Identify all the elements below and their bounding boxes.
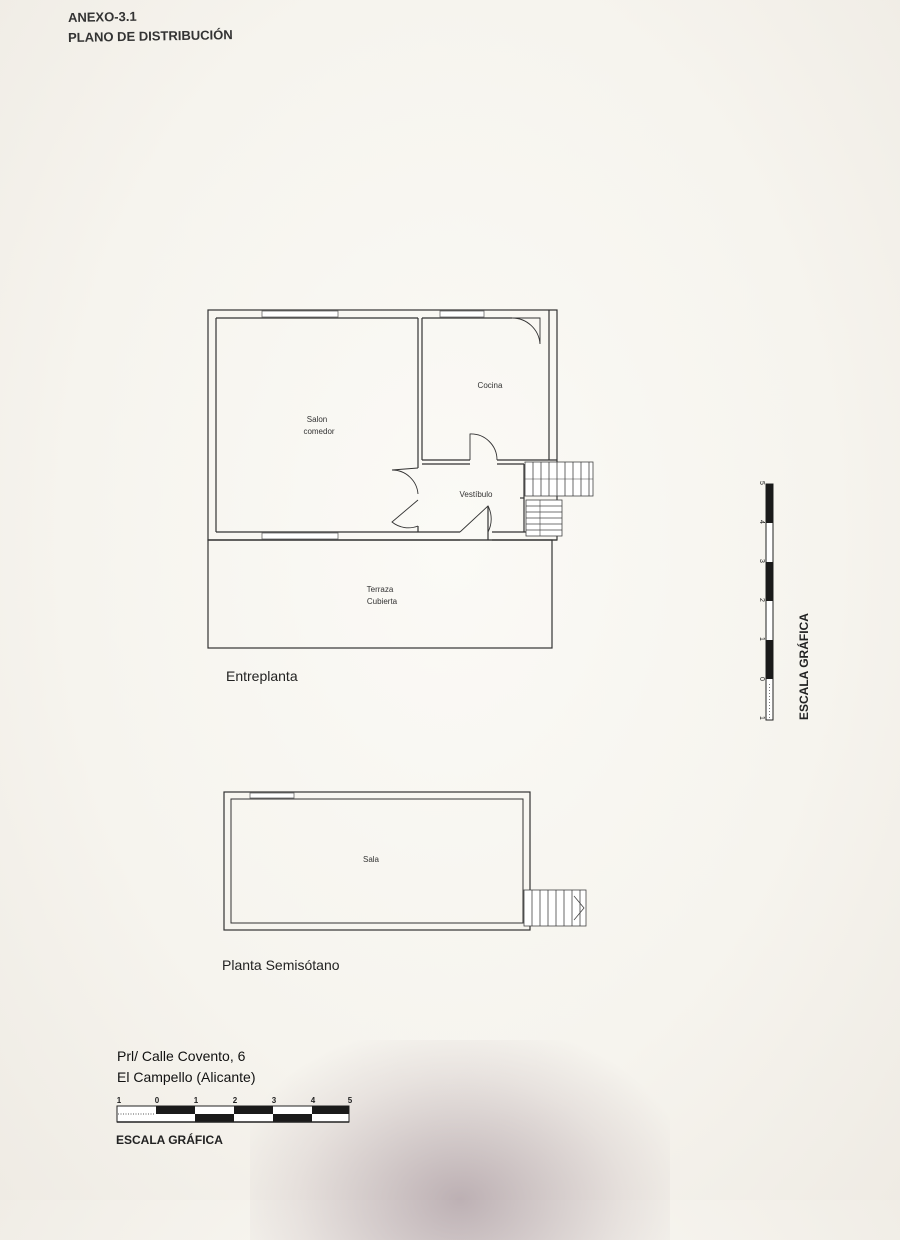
bottom-scale-ticks: 1 0 1 2 3 4 5 bbox=[117, 1096, 353, 1105]
bscale-tick-4: 4 bbox=[311, 1096, 316, 1105]
bottom-scale-bar bbox=[116, 1105, 350, 1123]
door-salon-lower bbox=[391, 499, 419, 529]
door-cocina-exterior bbox=[511, 317, 541, 345]
window-sala bbox=[249, 792, 295, 799]
vscale-tick-4: 4 bbox=[758, 520, 765, 524]
bscale-tick-0: 0 bbox=[155, 1096, 160, 1105]
entreplanta-outer-wall bbox=[207, 309, 558, 541]
room-cocina: Cocina bbox=[478, 381, 503, 390]
terraza-outline bbox=[207, 539, 553, 649]
stairs-entreplanta-upper bbox=[524, 461, 594, 497]
semisotano-label: Planta Semisótano bbox=[222, 957, 340, 973]
room-cubierta: Cubierta bbox=[367, 597, 398, 606]
stairs-entreplanta-lower bbox=[525, 499, 563, 537]
room-comedor: comedor bbox=[303, 427, 334, 436]
vscale-tick-0: 0 bbox=[758, 677, 765, 681]
bscale-tick-minus1: 1 bbox=[117, 1096, 122, 1105]
vscale-tick-5: 5 bbox=[758, 481, 765, 485]
room-salon: Salon bbox=[307, 415, 327, 424]
bscale-tick-2: 2 bbox=[233, 1096, 238, 1105]
stairs-semisotano bbox=[523, 889, 587, 927]
vscale-tick-1: 1 bbox=[758, 637, 765, 641]
bscale-tick-3: 3 bbox=[272, 1096, 277, 1105]
room-terraza: Terraza bbox=[367, 585, 394, 594]
address-line2: El Campello (Alicante) bbox=[117, 1069, 256, 1085]
vscale-tick-minus1: 1 bbox=[758, 716, 765, 720]
semisotano-outer-wall bbox=[223, 791, 531, 931]
room-sala: Sala bbox=[363, 855, 380, 864]
vertical-scale-bar bbox=[765, 483, 774, 721]
address-line1: Prl/ Calle Covento, 6 bbox=[117, 1048, 246, 1064]
door-cocina bbox=[469, 433, 498, 461]
door-vestibulo-entrance bbox=[459, 505, 492, 533]
window-cocina-top bbox=[439, 310, 485, 318]
room-vestibulo: Vestíbulo bbox=[460, 490, 493, 499]
bscale-tick-5: 5 bbox=[348, 1096, 353, 1105]
window-salon-bottom bbox=[261, 532, 339, 540]
bscale-tick-1: 1 bbox=[194, 1096, 199, 1105]
entreplanta-plan bbox=[207, 309, 558, 649]
vscale-tick-2: 2 bbox=[758, 598, 765, 602]
entreplanta-label: Entreplanta bbox=[226, 668, 298, 684]
semisotano-plan bbox=[223, 791, 531, 931]
bottom-scale-title: ESCALA GRÁFICA bbox=[116, 1133, 223, 1147]
floor-plan-drawing: Salon comedor Cocina Vestíbulo Terraza C… bbox=[116, 309, 811, 1123]
door-salon-upper bbox=[391, 467, 419, 495]
vscale-tick-3: 3 bbox=[758, 559, 765, 563]
vertical-scale-ticks: 1 0 1 2 3 4 5 bbox=[758, 481, 765, 720]
window-salon-top bbox=[261, 310, 339, 318]
vertical-scale-title: ESCALA GRÁFICA bbox=[796, 613, 811, 720]
